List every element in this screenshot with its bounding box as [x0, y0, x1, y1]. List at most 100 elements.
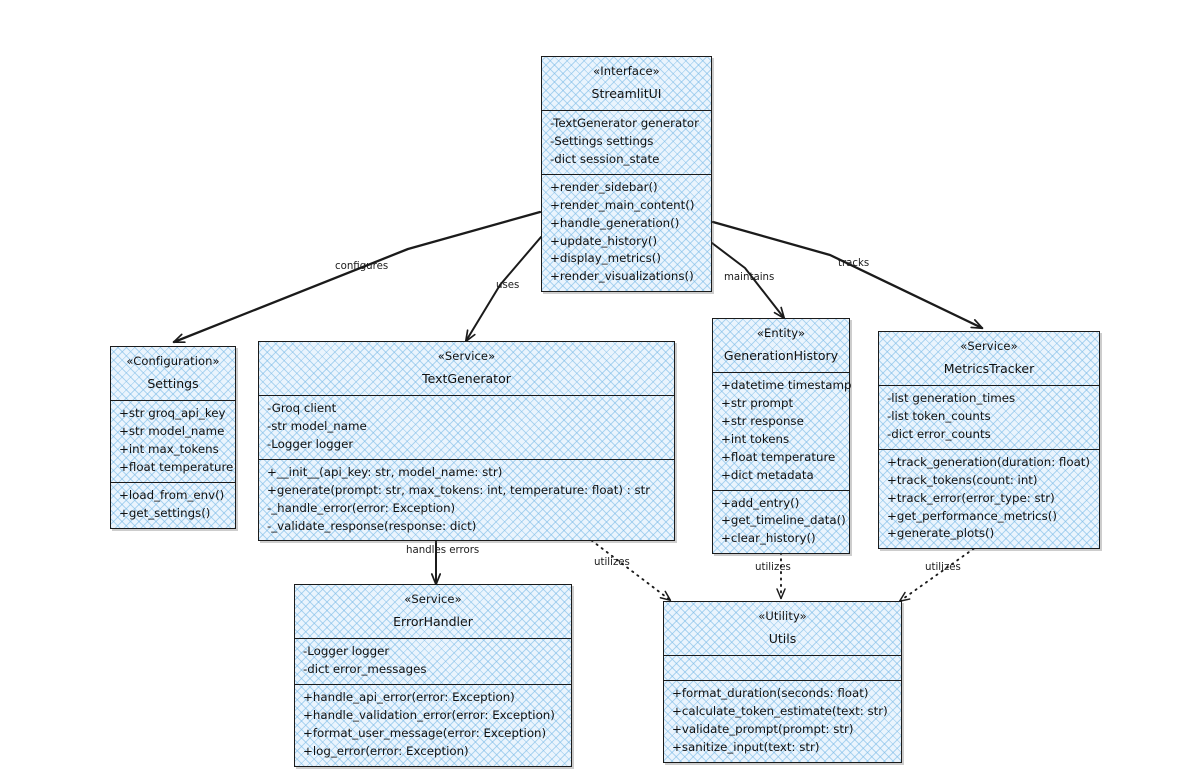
class-stereotype: «Service» — [437, 349, 496, 363]
attribute-row: -list token_counts — [887, 408, 991, 423]
method-row: +display_metrics() — [550, 251, 662, 266]
edge-label-utilizes-generationhistory: utilizes — [755, 562, 791, 573]
method-row: +calculate_token_estimate(text: str) — [672, 703, 888, 718]
attribute-row: +str prompt — [721, 395, 794, 410]
edge-label-utilizes-metricstracker: utilizes — [925, 562, 961, 573]
class-attributes-settings: +str groq_api_key +str model_name +int m… — [111, 400, 235, 482]
class-header-error-handler: «Service» ErrorHandler — [295, 585, 571, 638]
class-header-metrics-tracker: «Service» MetricsTracker — [879, 332, 1099, 385]
class-attributes-metrics-tracker: -list generation_times -list token_count… — [879, 385, 1099, 449]
class-attributes-text-generator: -Groq client -str model_name -Logger log… — [259, 395, 674, 459]
attribute-row: -Settings settings — [550, 133, 654, 148]
class-name: TextGenerator — [422, 371, 511, 387]
attribute-row: +str response — [721, 413, 804, 428]
class-attributes-generation-history: +datetime timestamp +str prompt +str res… — [713, 372, 852, 490]
class-box-settings[interactable]: «Configuration» Settings +str groq_api_k… — [110, 346, 236, 529]
class-name: Settings — [147, 376, 199, 392]
class-header-utils: «Utility» Utils — [664, 602, 901, 655]
class-box-metrics-tracker[interactable]: «Service» MetricsTracker -list generatio… — [878, 331, 1100, 550]
attribute-row: -list generation_times — [887, 391, 1016, 405]
class-stereotype: «Utility» — [758, 609, 807, 623]
class-stereotype: «Service» — [960, 339, 1018, 353]
attribute-row: +str groq_api_key — [119, 406, 226, 420]
method-row: +track_tokens(count: int) — [887, 472, 1038, 487]
method-row: +add_entry() — [721, 495, 800, 510]
method-row: +get_timeline_data() — [721, 513, 846, 528]
class-stereotype: «Interface» — [593, 64, 660, 78]
class-name: ErrorHandler — [393, 614, 473, 630]
method-row: +render_main_content() — [550, 197, 695, 212]
attribute-row: +int tokens — [721, 431, 790, 446]
class-name: GenerationHistory — [723, 348, 839, 364]
class-header-streamlit-ui: «Interface» StreamlitUI — [542, 57, 711, 110]
class-box-text-generator[interactable]: «Service» TextGenerator -Groq client -st… — [258, 341, 675, 542]
method-row: +load_from_env() — [119, 487, 225, 502]
class-methods-metrics-tracker: +track_generation(duration: float) +trac… — [879, 448, 1099, 549]
method-row: +clear_history() — [721, 531, 816, 546]
class-attributes-utils — [664, 655, 901, 680]
method-row: -_validate_response(response: dict) — [267, 518, 477, 533]
class-name: StreamlitUI — [591, 86, 662, 102]
class-box-utils[interactable]: «Utility» Utils +format_duration(seconds… — [663, 601, 902, 763]
attribute-row: -str model_name — [267, 418, 367, 433]
edge-label-maintains: maintains — [724, 272, 775, 283]
attribute-row: +float temperature — [721, 449, 836, 464]
class-header-text-generator: «Service» TextGenerator — [259, 342, 674, 395]
method-row: +__init__(api_key: str, model_name: str) — [267, 464, 503, 479]
edge-label-uses: uses — [496, 280, 520, 291]
method-row: +render_sidebar() — [550, 179, 658, 194]
method-row: +validate_prompt(prompt: str) — [672, 721, 854, 736]
method-row: +handle_api_error(error: Exception) — [303, 689, 515, 704]
method-row: +track_generation(duration: float) — [887, 454, 1091, 469]
method-row: +format_duration(seconds: float) — [672, 686, 869, 700]
method-row: +get_performance_metrics() — [887, 508, 1057, 523]
class-attributes-error-handler: -Logger logger -dict error_messages — [295, 638, 571, 684]
class-methods-error-handler: +handle_api_error(error: Exception) +han… — [295, 683, 571, 766]
edge-label-tracks: tracks — [838, 258, 870, 269]
class-methods-settings: +load_from_env() +get_settings() — [111, 481, 235, 528]
method-row: +handle_validation_error(error: Exceptio… — [303, 707, 555, 722]
class-stereotype: «Configuration» — [126, 354, 220, 368]
attribute-row: +str model_name — [119, 423, 225, 438]
edge-configures — [172, 210, 542, 344]
method-row: +sanitize_input(text: str) — [672, 739, 820, 754]
method-row: +handle_generation() — [550, 215, 680, 230]
edge-label-utilizes-textgenerator: utilizes — [594, 557, 630, 568]
attribute-row: -TextGenerator generator — [550, 116, 699, 130]
method-row: +log_error(error: Exception) — [303, 743, 469, 758]
class-header-settings: «Configuration» Settings — [111, 347, 235, 400]
class-box-generation-history[interactable]: «Entity» GenerationHistory +datetime tim… — [712, 318, 852, 555]
class-stereotype: «Entity» — [756, 326, 806, 340]
attribute-row: -Groq client — [267, 401, 337, 415]
attribute-row: -dict session_state — [550, 151, 660, 166]
class-box-error-handler[interactable]: «Service» ErrorHandler -Logger logger -d… — [294, 584, 572, 767]
class-methods-utils: +format_duration(seconds: float) +calcul… — [664, 680, 901, 762]
method-row: +track_error(error_type: str) — [887, 490, 1055, 505]
class-header-generation-history: «Entity» GenerationHistory — [713, 319, 849, 372]
attribute-row: -dict error_messages — [303, 661, 427, 676]
attribute-row: +dict metadata — [721, 467, 814, 482]
method-row: +format_user_message(error: Exception) — [303, 725, 547, 740]
attribute-row: -Logger logger — [267, 436, 354, 451]
class-stereotype: «Service» — [404, 592, 462, 606]
class-name: Utils — [768, 631, 797, 647]
edge-label-configures: configures — [335, 261, 389, 272]
class-box-streamlit-ui[interactable]: «Interface» StreamlitUI -TextGenerator g… — [541, 56, 712, 293]
method-row: +generate_plots() — [887, 526, 995, 541]
attribute-row: -Logger logger — [303, 644, 390, 658]
method-row: +update_history() — [550, 233, 658, 248]
edge-label-handles-errors: handles errors — [406, 545, 480, 556]
method-row: -_handle_error(error: Exception) — [267, 500, 456, 515]
class-methods-generation-history: +add_entry() +get_timeline_data() +clear… — [713, 489, 849, 554]
method-row: +render_visualizations() — [550, 269, 694, 284]
class-methods-text-generator: +__init__(api_key: str, model_name: str)… — [259, 458, 674, 541]
attribute-row: -dict error_counts — [887, 426, 991, 441]
method-row: +get_settings() — [119, 505, 211, 520]
class-attributes-streamlit-ui: -TextGenerator generator -Settings setti… — [542, 110, 711, 174]
attribute-row: +float temperature — [119, 459, 234, 474]
attribute-row: +datetime timestamp — [721, 378, 852, 392]
class-name: MetricsTracker — [943, 361, 1035, 377]
attribute-row: +int max_tokens — [119, 441, 219, 456]
method-row: +generate(prompt: str, max_tokens: int, … — [267, 482, 651, 497]
